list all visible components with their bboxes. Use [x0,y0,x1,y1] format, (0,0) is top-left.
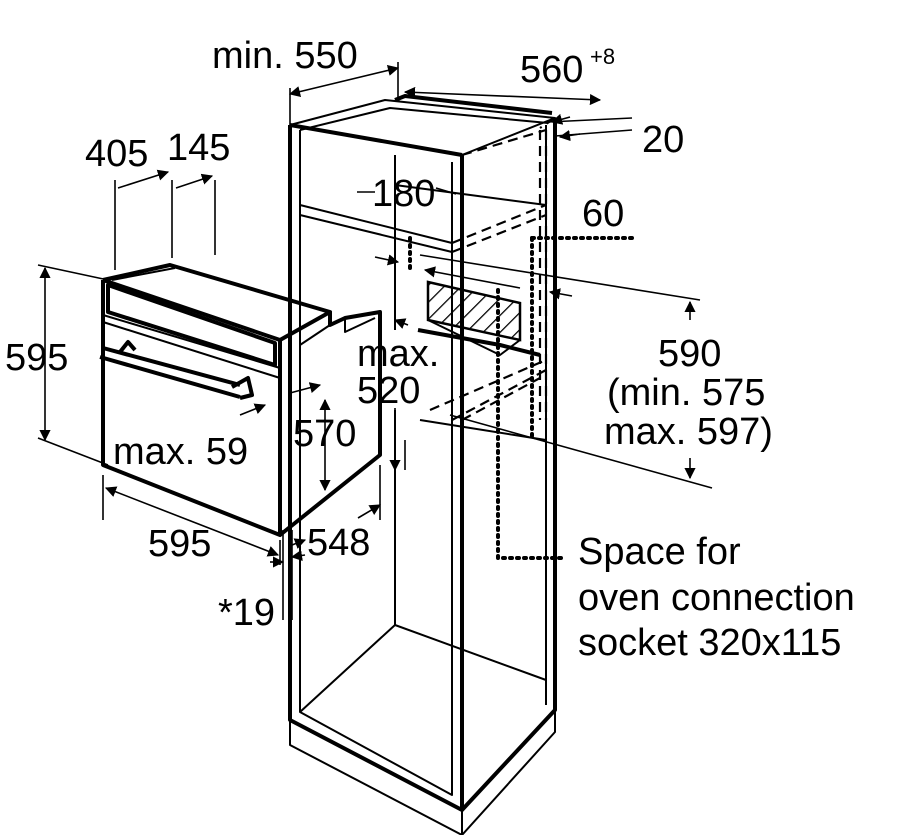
label-socket-line1: Space for [578,531,741,573]
label-595-height: 595 [5,337,68,379]
label-max: max. [357,333,439,375]
label-19: *19 [218,592,275,634]
label-590-max: max. 597) [604,411,773,453]
label-595-width: 595 [148,523,211,565]
label-145: 145 [167,127,230,169]
socket-dotted-guide [408,236,638,560]
label-590-min: (min. 575 [607,372,765,414]
label-min-550: min. 550 [212,35,358,77]
label-max-59: max. 59 [113,431,248,473]
label-570: 570 [293,413,356,455]
label-520: 520 [357,370,420,412]
label-548: 548 [307,522,370,564]
label-590: 590 [658,333,721,375]
label-socket-line3: socket 320x115 [578,622,841,664]
label-60: 60 [582,193,624,235]
label-180: 180 [372,173,435,215]
label-560-tolerance: +8 [590,44,615,69]
label-560: 560 [520,49,583,91]
oven [99,263,382,537]
label-socket-line2: oven connection [578,577,855,619]
label-20: 20 [642,119,684,161]
dimension-lines [37,62,713,620]
cabinet-hidden-lines [429,117,556,421]
label-405: 405 [85,133,148,175]
